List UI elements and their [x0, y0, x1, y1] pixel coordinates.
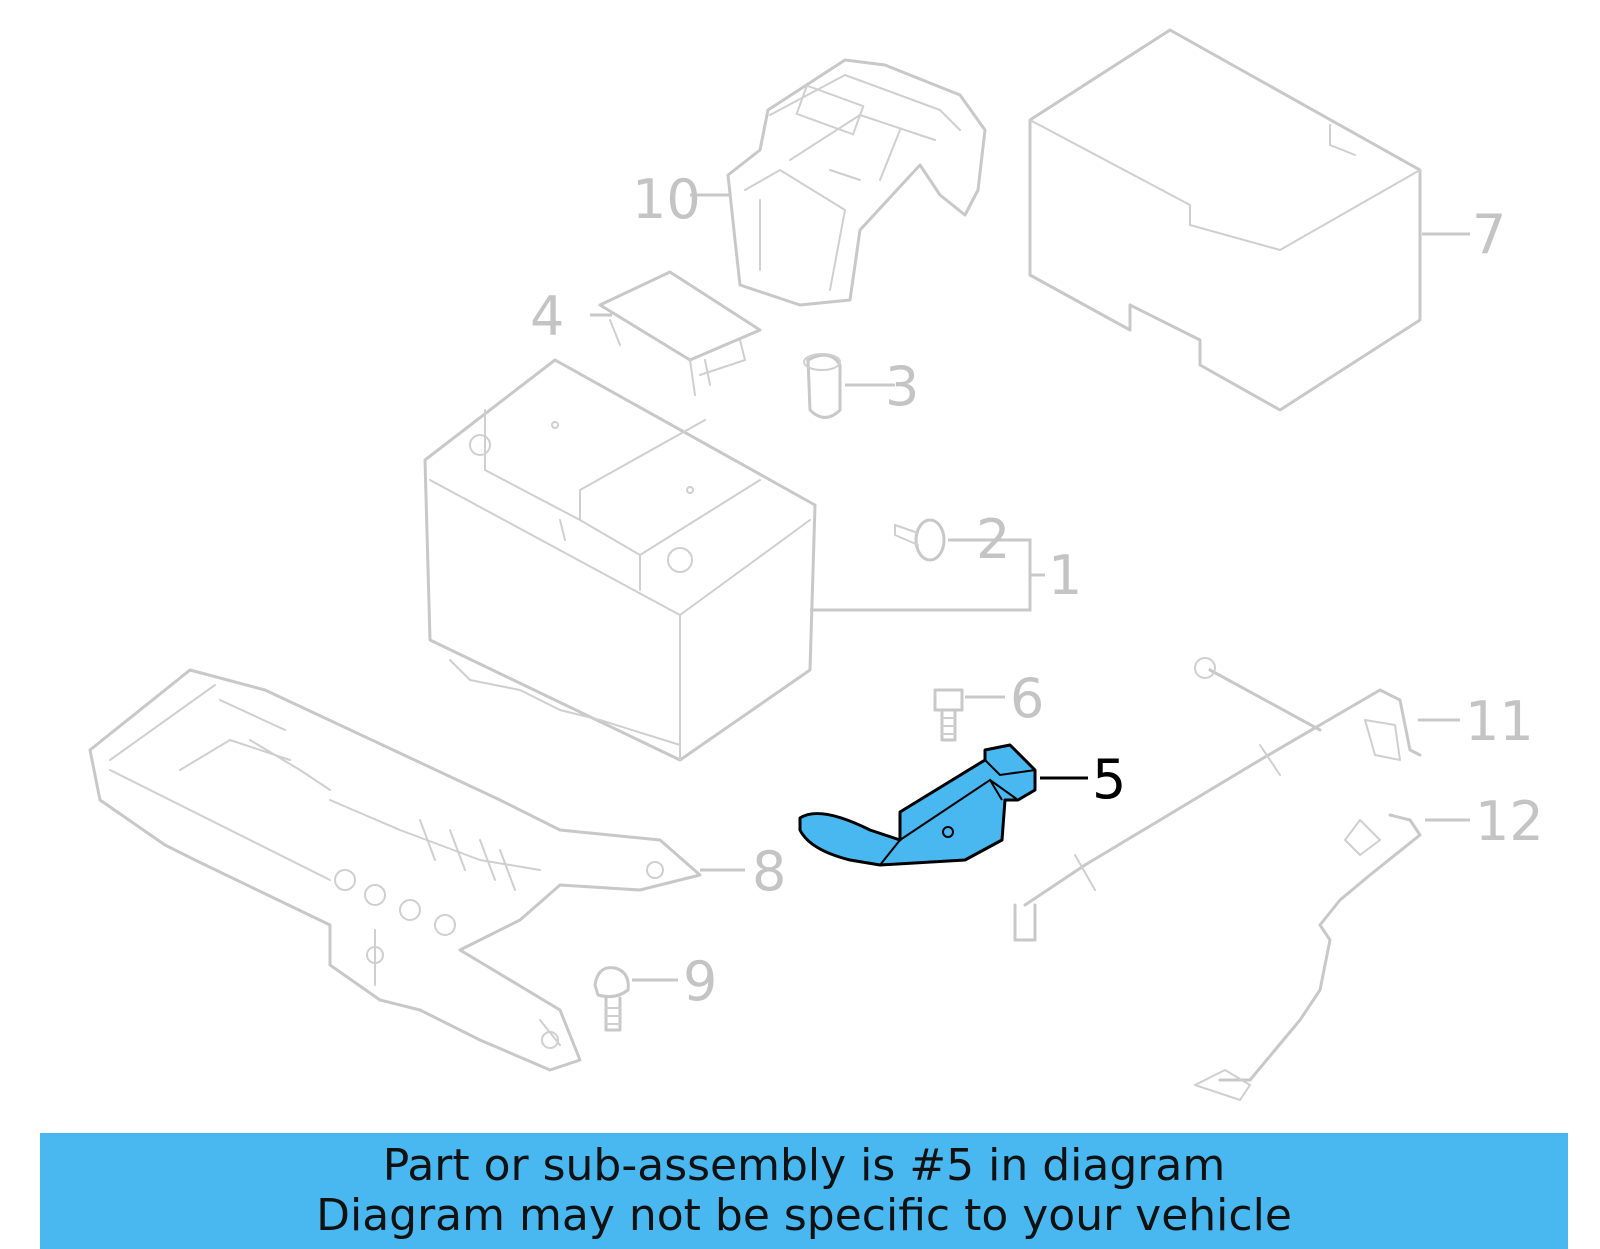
banner-line-1: Part or sub-assembly is #5 in diagram [382, 1140, 1226, 1191]
callout-8: 8 [752, 840, 786, 903]
part-9-bolt [593, 966, 630, 1032]
callout-12: 12 [1475, 790, 1544, 853]
part-6-bolt [933, 688, 964, 742]
leader-lines [590, 193, 1470, 982]
banner-line-2: Diagram may not be specific to your vehi… [316, 1190, 1292, 1241]
callout-2: 2 [976, 508, 1010, 571]
callout-4: 4 [530, 285, 564, 348]
part-1-battery [423, 358, 817, 762]
part-2-screw [894, 518, 946, 562]
callout-7: 7 [1472, 203, 1506, 266]
part-12-cable [1194, 813, 1422, 1101]
info-banner: Part or sub-assembly is #5 in diagram Di… [40, 1133, 1568, 1249]
part-11-cable [1013, 657, 1422, 942]
part-5-bracket-fill [798, 743, 1037, 867]
callout-10: 10 [632, 168, 701, 231]
part-4-cover [598, 270, 762, 396]
callout-3: 3 [885, 355, 919, 418]
part-3-terminal-cap [803, 353, 842, 419]
callout-11: 11 [1465, 690, 1534, 753]
part-7-insulation-box [1028, 28, 1422, 412]
callout-9: 9 [683, 950, 717, 1013]
part-5-bracket [798, 743, 1037, 867]
part-8-tray [88, 668, 702, 1072]
callout-1: 1 [1048, 544, 1082, 607]
callout-6: 6 [1010, 667, 1044, 730]
part-10-cover [726, 58, 987, 307]
callout-5: 5 [1092, 748, 1126, 811]
